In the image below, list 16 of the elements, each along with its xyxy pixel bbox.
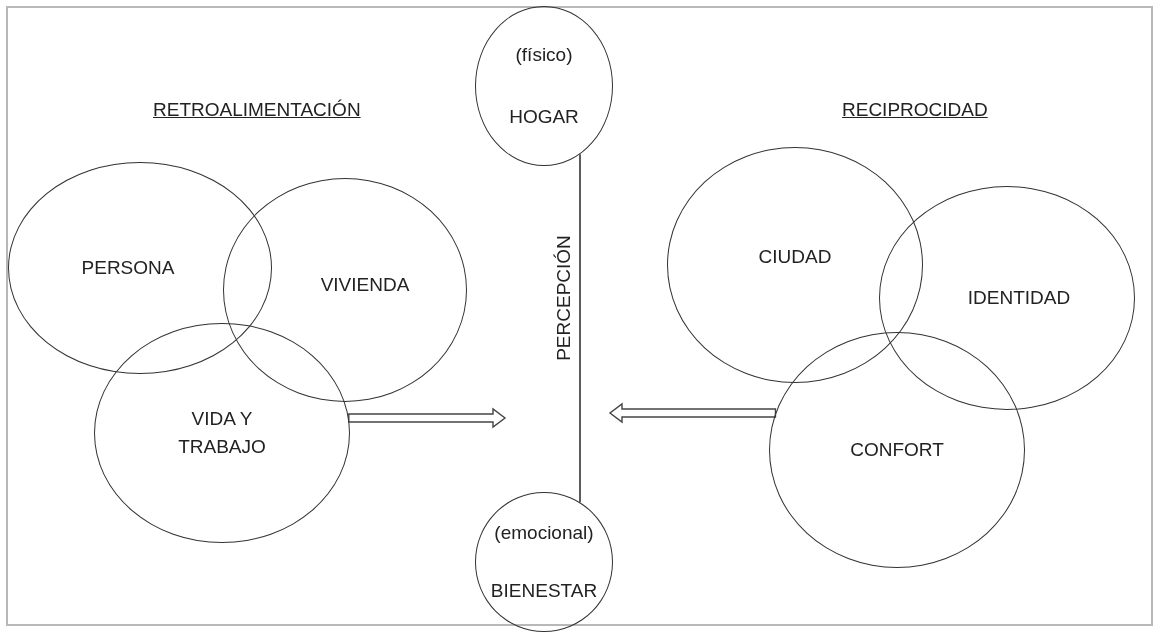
- node-label: (físico): [515, 43, 573, 68]
- node-label: VIVIENDA: [320, 273, 410, 298]
- node-label: PERSONA: [81, 256, 175, 281]
- block-arrow: [608, 402, 777, 424]
- connector-line: [579, 153, 581, 504]
- node-label: BIENESTAR: [490, 579, 598, 603]
- section-heading: RECIPROCIDAD: [842, 99, 988, 121]
- node-label: CIUDAD: [758, 245, 832, 270]
- node-label: VIDA Y TRABAJO: [177, 407, 267, 459]
- node-label: HOGAR: [509, 105, 579, 129]
- node-label: (emocional): [494, 521, 594, 546]
- node-label: CONFORT: [850, 438, 944, 463]
- edge-label: PERCEPCIÓN: [552, 235, 575, 362]
- section-heading: RETROALIMENTACIÓN: [153, 99, 361, 121]
- block-arrow: [348, 407, 507, 429]
- node-label: IDENTIDAD: [967, 286, 1071, 311]
